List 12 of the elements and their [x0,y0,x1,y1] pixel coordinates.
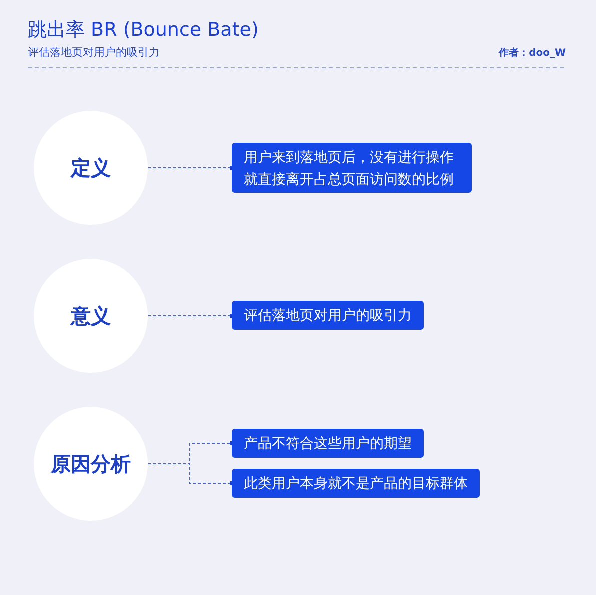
circle-node: 意义 [34,259,148,373]
circle-node: 原因分析 [34,407,148,521]
text-box: 产品不符合这些用户的期望 [232,429,424,458]
text-box: 此类用户本身就不是产品的目标群体 [232,469,480,498]
text-box: 评估落地页对用户的吸引力 [232,301,424,330]
connector-line [148,314,234,318]
title: 跳出率 BR (Bounce Bate) [28,18,259,43]
circle-node: 定义 [34,111,148,225]
connector-line [148,166,234,170]
subtitle: 评估落地页对用户的吸引力 [28,45,160,60]
text-box: 用户来到落地页后，没有进行操作就直接离开占总页面访问数的比例 [232,143,472,193]
author-note: 作者：doo_W [499,46,566,60]
